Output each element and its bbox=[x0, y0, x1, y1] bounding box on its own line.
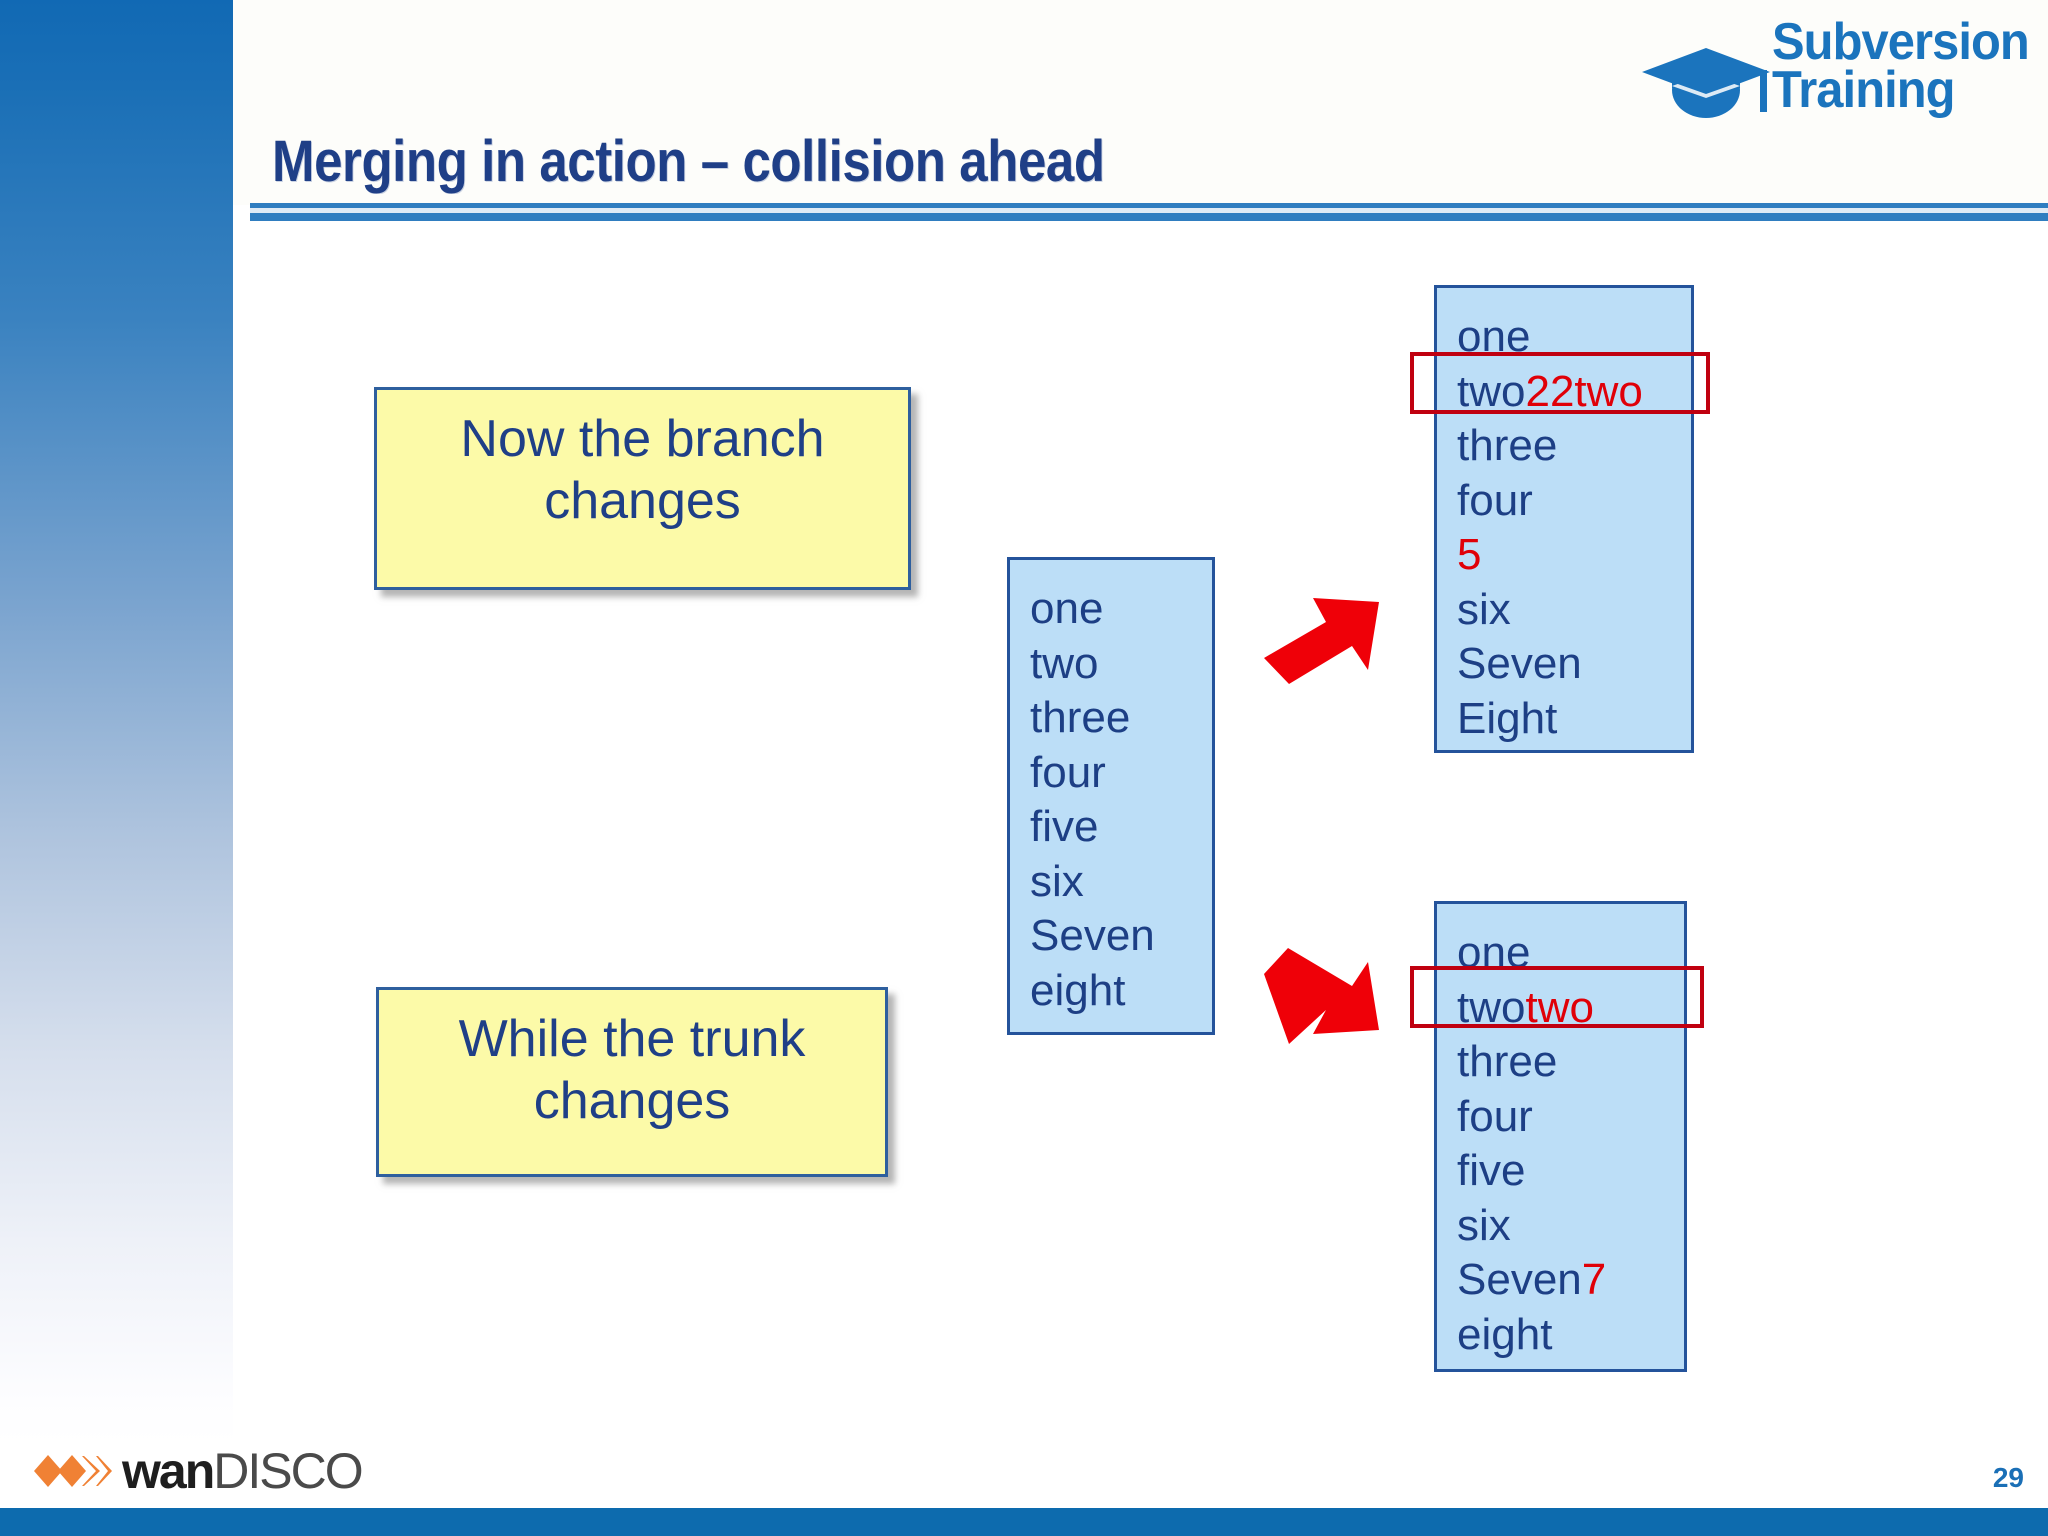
file-line-text: one bbox=[1030, 584, 1104, 633]
file-line-text: three bbox=[1030, 693, 1131, 742]
file-line: one bbox=[1457, 926, 1684, 981]
subversion-training-wordmark: Subversion Training bbox=[1772, 13, 2032, 120]
footer-bar bbox=[0, 1508, 2048, 1536]
file-line-text: one bbox=[1457, 312, 1531, 361]
wandisco-logo: wanDISCO bbox=[34, 1443, 364, 1499]
file-line-text: three bbox=[1457, 1037, 1558, 1086]
file-line-text: Seven bbox=[1030, 911, 1155, 960]
wandisco-disco-text: DISCO bbox=[213, 1443, 363, 1499]
wandisco-wan-text: wan bbox=[122, 1443, 215, 1499]
file-line-text: three bbox=[1457, 421, 1558, 470]
file-line-edit: 7 bbox=[1581, 1255, 1607, 1304]
file-line-text: five bbox=[1457, 1146, 1526, 1195]
file-line-text: two bbox=[1030, 638, 1099, 688]
page-number: 29 bbox=[1992, 1462, 2024, 1493]
subversion-training-logo: Subversion Training bbox=[1642, 16, 2030, 122]
title-rule-bottom bbox=[250, 213, 2048, 221]
file-line: twotwo bbox=[1457, 981, 1684, 1036]
file-line: six bbox=[1457, 1199, 1684, 1254]
file-line: two bbox=[1030, 637, 1212, 692]
callout-branch-line-2: changes bbox=[544, 472, 741, 531]
file-line: two22two bbox=[1457, 365, 1691, 420]
callout-trunk-changes: While the trunk changes bbox=[376, 987, 888, 1177]
header-band bbox=[233, 0, 2048, 205]
callout-trunk-line-1: While the trunk bbox=[458, 1010, 806, 1068]
file-line: three bbox=[1030, 691, 1212, 746]
file-line-text: five bbox=[1030, 802, 1099, 851]
file-line-text: four bbox=[1457, 1091, 1533, 1141]
callout-branch-line-1: Now the branch bbox=[460, 410, 825, 468]
file-line-text: two bbox=[1457, 982, 1526, 1032]
file-line: six bbox=[1030, 855, 1212, 910]
file-line-text: eight bbox=[1457, 1309, 1553, 1359]
file-line-text: two bbox=[1457, 366, 1526, 416]
file-line: three bbox=[1457, 419, 1691, 474]
left-gradient-bar bbox=[0, 0, 233, 1444]
file-line-text: Seven bbox=[1457, 1255, 1582, 1304]
file-line: eight bbox=[1030, 964, 1212, 1019]
file-line-text: four bbox=[1457, 475, 1533, 525]
file-line: four bbox=[1457, 474, 1691, 529]
file-line-edit: 5 bbox=[1457, 530, 1482, 579]
merge-arrow-up-right-icon bbox=[1264, 598, 1379, 684]
file-line-text: Eight bbox=[1457, 693, 1558, 743]
file-line: Seven bbox=[1457, 637, 1691, 692]
file-line: Seven7 bbox=[1457, 1253, 1684, 1308]
file-line: eight bbox=[1457, 1308, 1684, 1363]
file-line: 5 bbox=[1457, 528, 1691, 583]
file-line: five bbox=[1030, 800, 1212, 855]
file-line: Seven bbox=[1030, 909, 1212, 964]
file-line-text: four bbox=[1030, 747, 1106, 797]
file-line: one bbox=[1030, 582, 1212, 637]
file-line: three bbox=[1457, 1035, 1684, 1090]
wandisco-chevron-icon bbox=[34, 1455, 112, 1487]
file-line: one bbox=[1457, 310, 1691, 365]
file-line-text: six bbox=[1030, 856, 1084, 906]
graduation-cap-icon bbox=[1642, 48, 1770, 118]
file-line-text: Seven bbox=[1457, 639, 1582, 688]
file-line: four bbox=[1457, 1090, 1684, 1145]
file-line: six bbox=[1457, 583, 1691, 638]
file-line: five bbox=[1457, 1144, 1684, 1199]
callout-branch-changes: Now the branch changes bbox=[374, 387, 911, 590]
logo-line-2: Training bbox=[1772, 61, 1956, 120]
file-line-text: six bbox=[1457, 584, 1511, 634]
title-rule-gap bbox=[250, 208, 2048, 213]
file-line: Eight bbox=[1457, 692, 1691, 747]
merge-arrow-down-right-icon bbox=[1264, 948, 1379, 1044]
file-line-text: six bbox=[1457, 1200, 1511, 1250]
page-title: Merging in action – collision ahead bbox=[272, 129, 1105, 194]
callout-trunk-line-2: changes bbox=[533, 1072, 731, 1131]
file-line-edit: 22two bbox=[1525, 366, 1643, 416]
logo-line-1: Subversion bbox=[1772, 13, 2030, 71]
title-rule-top bbox=[250, 203, 2048, 208]
file-line-edit: two bbox=[1525, 982, 1594, 1032]
file-line-text: one bbox=[1457, 928, 1531, 977]
file-line: four bbox=[1030, 746, 1212, 801]
file-line-text: eight bbox=[1030, 965, 1126, 1015]
